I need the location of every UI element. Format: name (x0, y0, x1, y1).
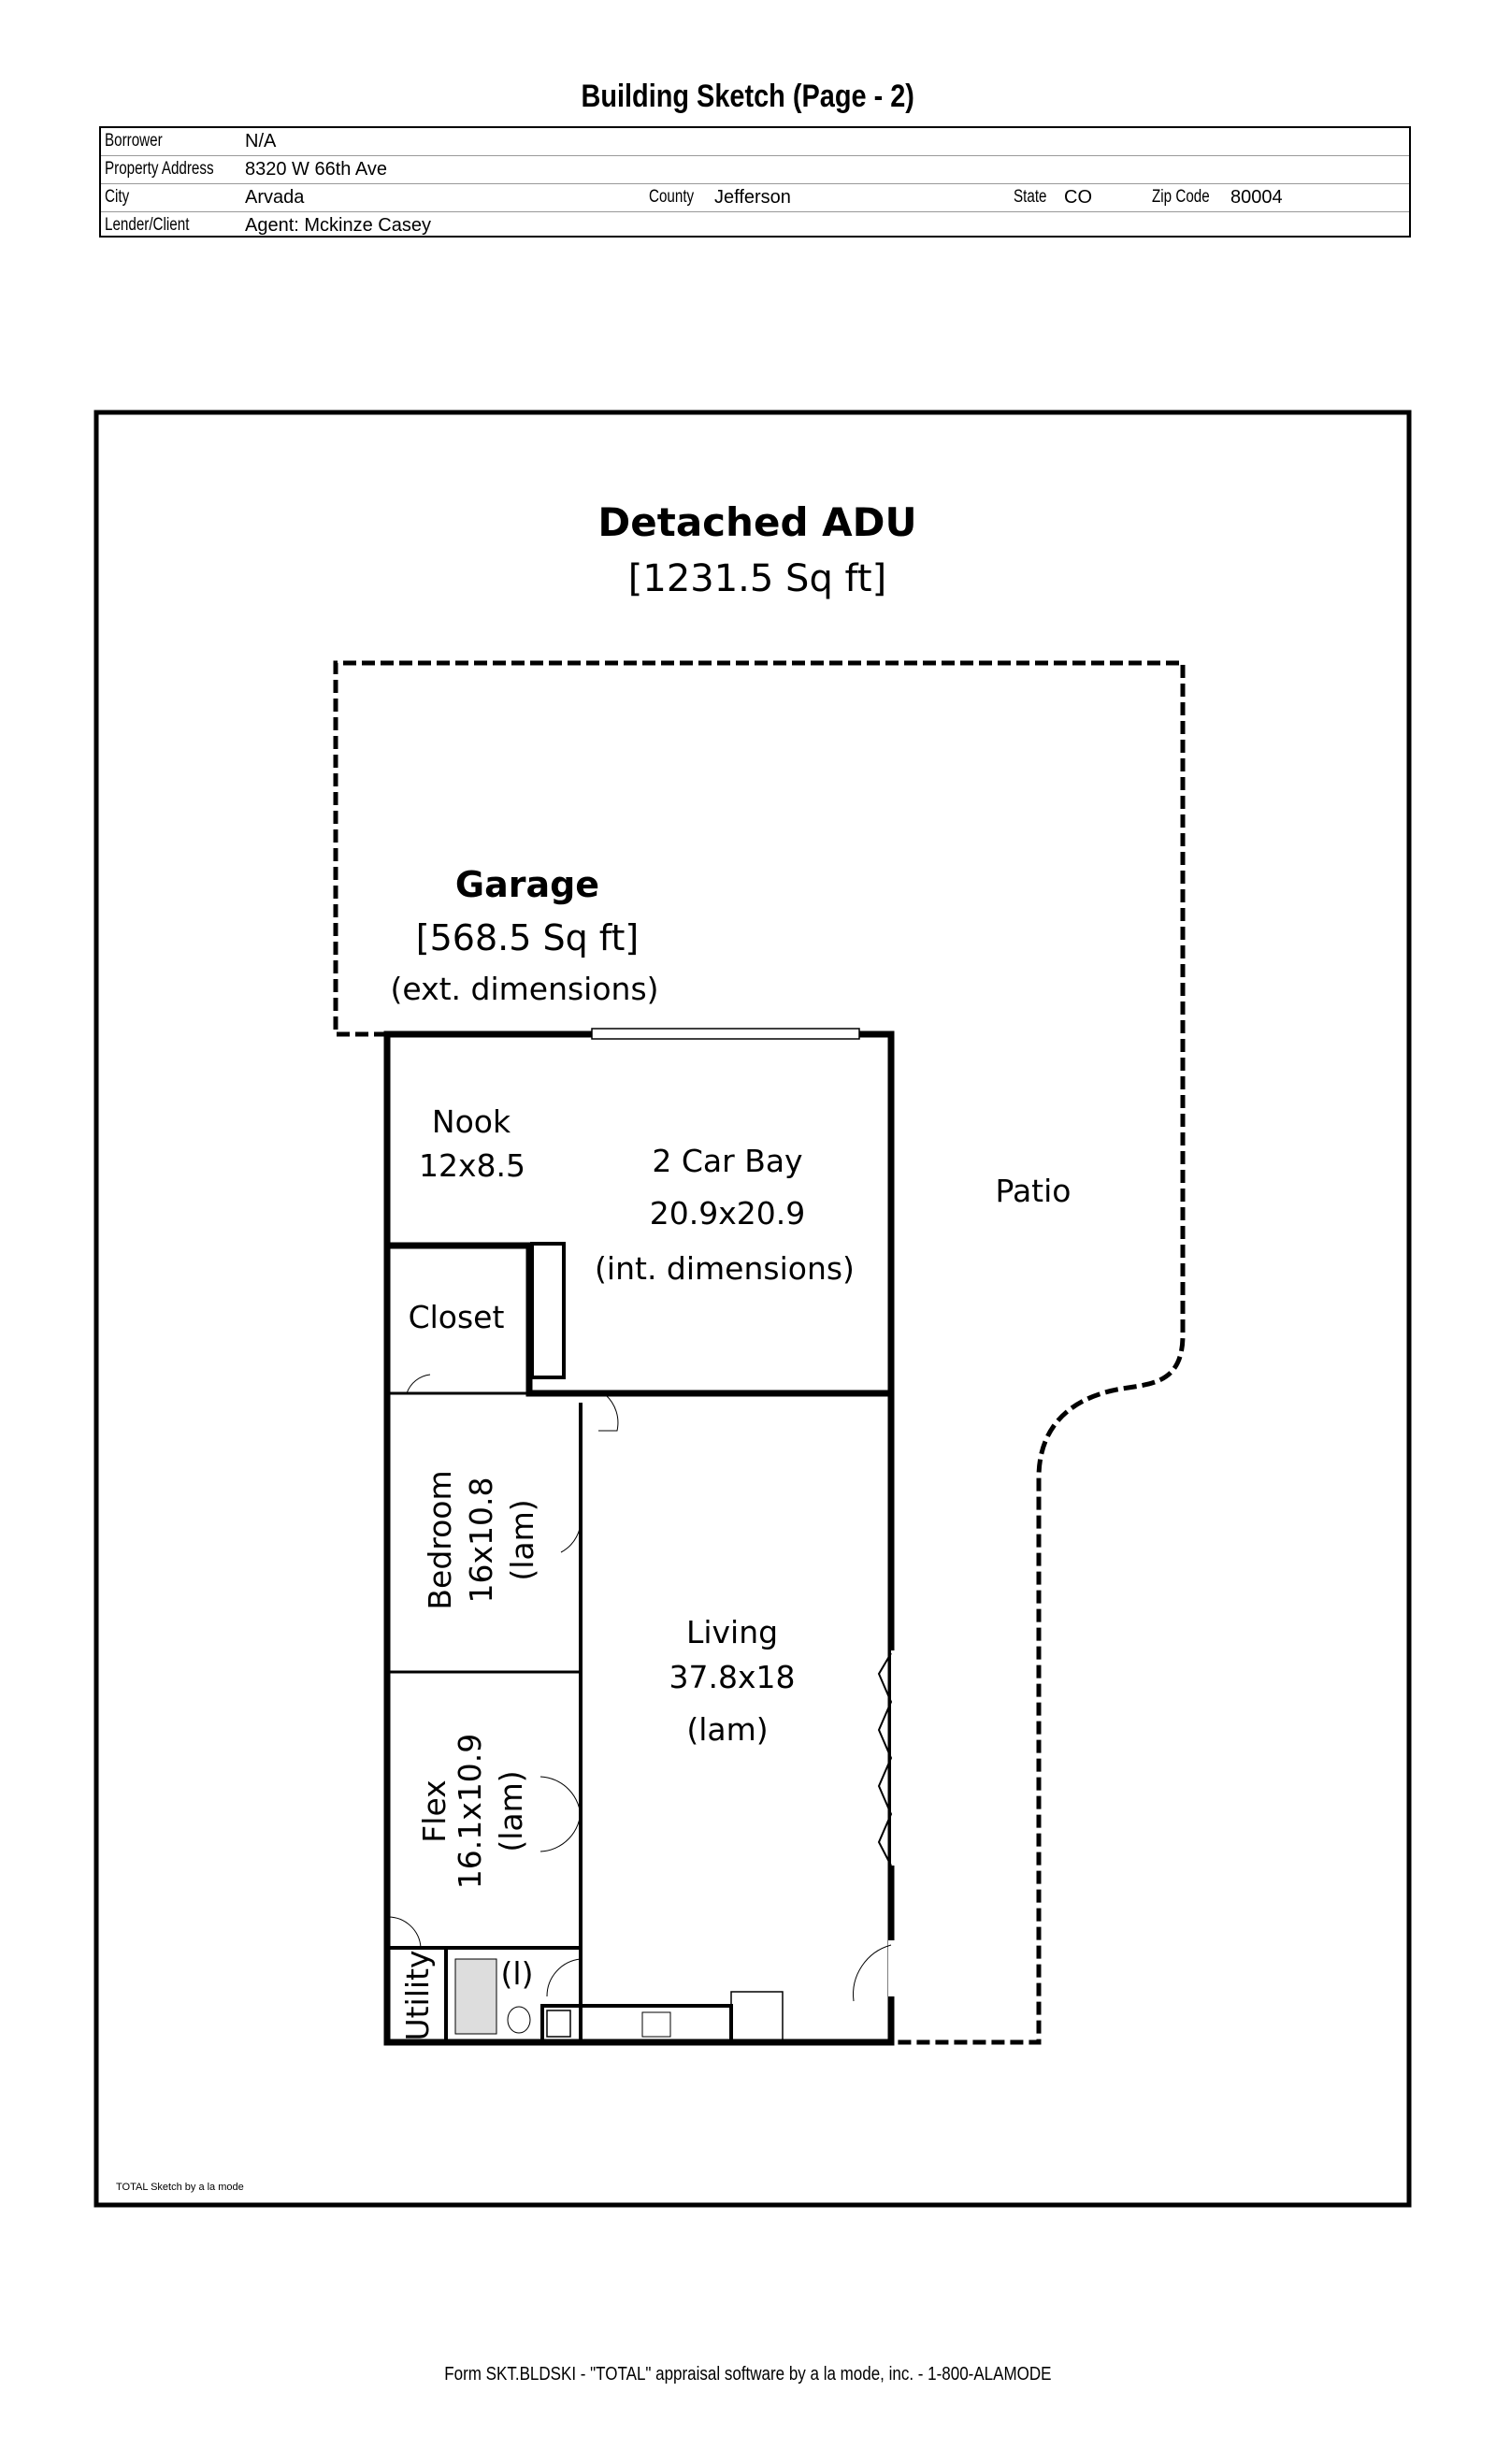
shower-icon (454, 1958, 497, 2035)
bath-label: (l) (501, 1955, 534, 1992)
flex-note: (lam) (493, 1770, 529, 1852)
lender-row: Lender/Client Agent: Mckinze Casey (105, 215, 431, 236)
page-title: Building Sketch (Page - 2) (581, 79, 915, 114)
bedroom-label: Bedroom (422, 1470, 458, 1609)
sketch-frame (94, 410, 1412, 2208)
garage-area: [568.5 Sq ft] (416, 917, 639, 958)
nook-dims: 12x8.5 (419, 1147, 525, 1184)
living-dims: 37.8x18 (669, 1659, 796, 1695)
bay-dims: 20.9x20.9 (650, 1195, 805, 1232)
room-labels: Detached ADU [1231.5 Sq ft] Garage [568.… (390, 499, 1071, 2041)
garage-patio-outline (333, 660, 1186, 2045)
sketch-title: Detached ADU (597, 499, 916, 545)
city-row: City Arvada County Jefferson State CO Zi… (101, 184, 1409, 212)
living-note: (lam) (686, 1711, 768, 1748)
sketch-area: [1231.5 Sq ft] (628, 557, 886, 600)
closet-label: Closet (409, 1299, 505, 1335)
garage-label: Garage (455, 864, 599, 905)
bedroom-note: (lam) (504, 1499, 540, 1580)
appliance-icon (546, 2010, 571, 2038)
sketch-credit: TOTAL Sketch by a la mode (116, 2182, 244, 2193)
walls (383, 1028, 900, 2046)
bay-note: (int. dimensions) (595, 1250, 855, 1287)
sink-icon (641, 2011, 671, 2038)
garage-door-window (591, 1028, 860, 1040)
bedroom-dims: 16x10.8 (463, 1477, 499, 1604)
form-footer: Form SKT.BLDSKI - "TOTAL" appraisal soft… (444, 2364, 1052, 2385)
living-label: Living (686, 1614, 778, 1650)
address-row: Property Address 8320 W 66th Ave (101, 156, 1409, 184)
utility-label: Utility (399, 1950, 436, 2040)
borrower-row: Borrower N/A (101, 128, 1409, 156)
nook-label: Nook (432, 1103, 511, 1140)
bay-label: 2 Car Bay (652, 1143, 802, 1179)
subject-info-table: Borrower N/A Property Address 8320 W 66t… (99, 126, 1411, 238)
flex-label: Flex (416, 1780, 453, 1842)
toilet-icon (507, 2006, 531, 2034)
garage-note: (ext. dimensions) (390, 971, 658, 1007)
patio-label: Patio (996, 1173, 1072, 1209)
flex-dims: 16.1x10.9 (452, 1734, 488, 1889)
